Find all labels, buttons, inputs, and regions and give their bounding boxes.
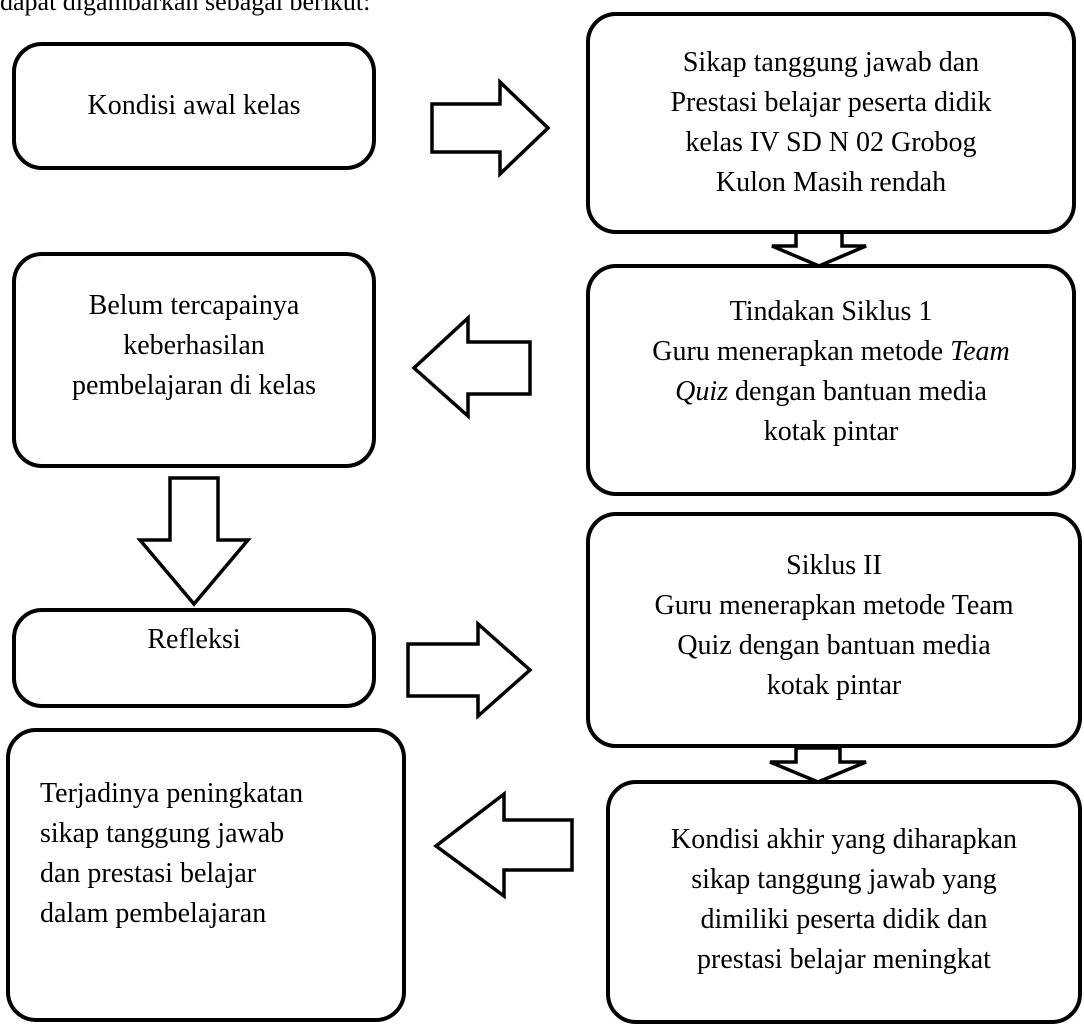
box-siklus-2: Siklus II Guru menerapkan metode Team Qu… (586, 512, 1082, 748)
box-text: Guru menerapkan metode Team (654, 590, 1014, 621)
box-text: Kondisi akhir yang diharapkan (670, 824, 1018, 855)
box-kondisi-awal: Kondisi awal kelas (12, 42, 376, 170)
box-kondisi-akhir: Kondisi akhir yang diharapkan sikap tang… (606, 780, 1082, 1024)
box-text: Siklus II (786, 550, 882, 581)
box-text-italic: Team (950, 336, 1010, 367)
box-text: pembelajaran di kelas (71, 370, 317, 401)
box-text: kotak pintar (763, 416, 899, 447)
box-siklus-1: Tindakan Siklus 1 Guru menerapkan metode… (586, 264, 1076, 496)
box-text: kotak pintar (766, 670, 902, 701)
box-text: Belum tercapainya (88, 290, 300, 321)
box-text-with-italic: Quiz dengan bantuan media (675, 372, 987, 412)
box-text: Refleksi (147, 624, 241, 655)
box-text: dalam pembelajaran (40, 898, 267, 929)
box-terjadinya: Terjadinya peningkatan sikap tanggung ja… (6, 728, 406, 1022)
arrow-down-icon (136, 476, 252, 607)
box-text: kelas IV SD N 02 Grobog (685, 127, 977, 158)
box-text: sikap tanggung jawab (40, 818, 285, 849)
box-text: keberhasilan (123, 330, 265, 361)
box-text: Kulon Masih rendah (715, 167, 947, 198)
box-text-with-italic: Guru menerapkan metode Team (652, 332, 1009, 372)
box-text: Quiz dengan bantuan media (677, 630, 991, 661)
arrow-down-icon (769, 746, 867, 784)
box-text: dimiliki peserta didik dan (700, 904, 988, 935)
box-text-italic: Quiz (675, 376, 728, 407)
arrow-left-icon (433, 790, 574, 900)
box-text: Tindakan Siklus 1 (729, 296, 933, 327)
box-text: sikap tanggung jawab yang (691, 864, 997, 895)
box-belum-tercapai: Belum tercapainya keberhasilan pembelaja… (12, 252, 376, 468)
box-text: Sikap tanggung jawab dan (682, 47, 980, 78)
box-refleksi: Refleksi (12, 608, 376, 708)
box-text: Kondisi awal kelas (87, 90, 301, 121)
box-text: Prestasi belajar peserta didik (670, 87, 992, 118)
box-text: Terjadinya peningkatan (40, 778, 304, 809)
box-text: dengan bantuan media (728, 376, 987, 407)
cut-off-text-line: dapat digambarkan sebagai berikut: (0, 0, 371, 16)
box-text: prestasi belajar meningkat (697, 944, 991, 975)
box-text: dan prestasi belajar (40, 858, 257, 889)
box-text: Guru menerapkan metode (652, 336, 951, 367)
arrow-left-icon (411, 313, 532, 420)
box-sikap-rendah: Sikap tanggung jawab dan Prestasi belaja… (586, 12, 1076, 234)
arrow-right-icon (406, 620, 533, 720)
arrow-right-icon (430, 77, 551, 179)
